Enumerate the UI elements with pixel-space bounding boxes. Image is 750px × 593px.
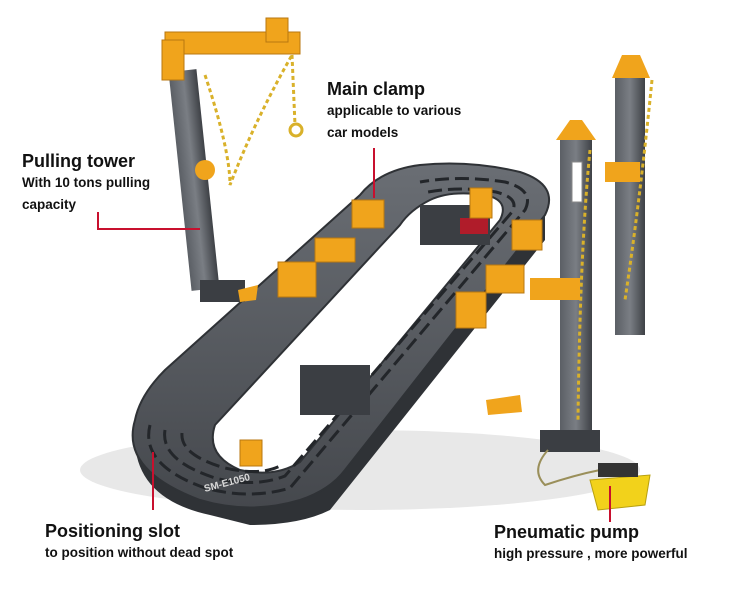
pneumatic-pump-icon — [589, 463, 651, 511]
left-chain — [203, 54, 294, 186]
cross-member-front — [300, 365, 370, 415]
left-tower-base — [200, 280, 245, 302]
pulling-tower-line-2: capacity — [22, 197, 77, 212]
leader-lines — [97, 148, 611, 522]
air-hose — [537, 449, 601, 487]
positioning-slot-title: Positioning slot — [45, 521, 180, 541]
left-tower-collar — [195, 160, 215, 180]
pneumatic-pump-title: Pneumatic pump — [494, 522, 640, 542]
main-clamp-line-2: car models — [327, 125, 399, 140]
right-chains — [576, 79, 654, 421]
platform-opening — [211, 192, 504, 474]
main-clamp-title: Main clamp — [327, 79, 426, 99]
slot-clamp — [239, 439, 263, 467]
right-tower-cap-2 — [612, 55, 650, 78]
pneumatic-pump-line-1: high pressure , more powerful — [494, 546, 688, 561]
leader-pulling-tower — [97, 212, 200, 230]
right-tower-cap-1 — [556, 120, 596, 140]
pneumatic-pump-annotation: Pneumatic pump high pressure , more powe… — [494, 521, 688, 565]
pulling-tower-line-1: With 10 tons pulling — [22, 175, 151, 190]
right-tower-collar-2 — [605, 162, 640, 182]
red-fixture — [460, 218, 488, 234]
right-tower-collar-1 — [530, 278, 580, 300]
left-base-clamp — [238, 285, 258, 302]
pulling-tower-annotation: Pulling tower With 10 tons pulling capac… — [22, 150, 150, 216]
main-clamp-line-1: applicable to various — [327, 103, 462, 118]
hook-icon — [288, 122, 304, 138]
main-clamp-annotation: Main clamp applicable to various car mod… — [327, 78, 461, 144]
right-base-clamp — [486, 395, 522, 415]
positioning-slot-annotation: Positioning slot to position without dea… — [45, 520, 233, 564]
right-tower-post-2 — [615, 75, 645, 335]
positioning-slot-line-1: to position without dead spot — [45, 545, 234, 560]
main-clamps — [239, 187, 543, 467]
pulling-tower-title: Pulling tower — [22, 151, 136, 171]
left-tower-post — [168, 69, 220, 291]
